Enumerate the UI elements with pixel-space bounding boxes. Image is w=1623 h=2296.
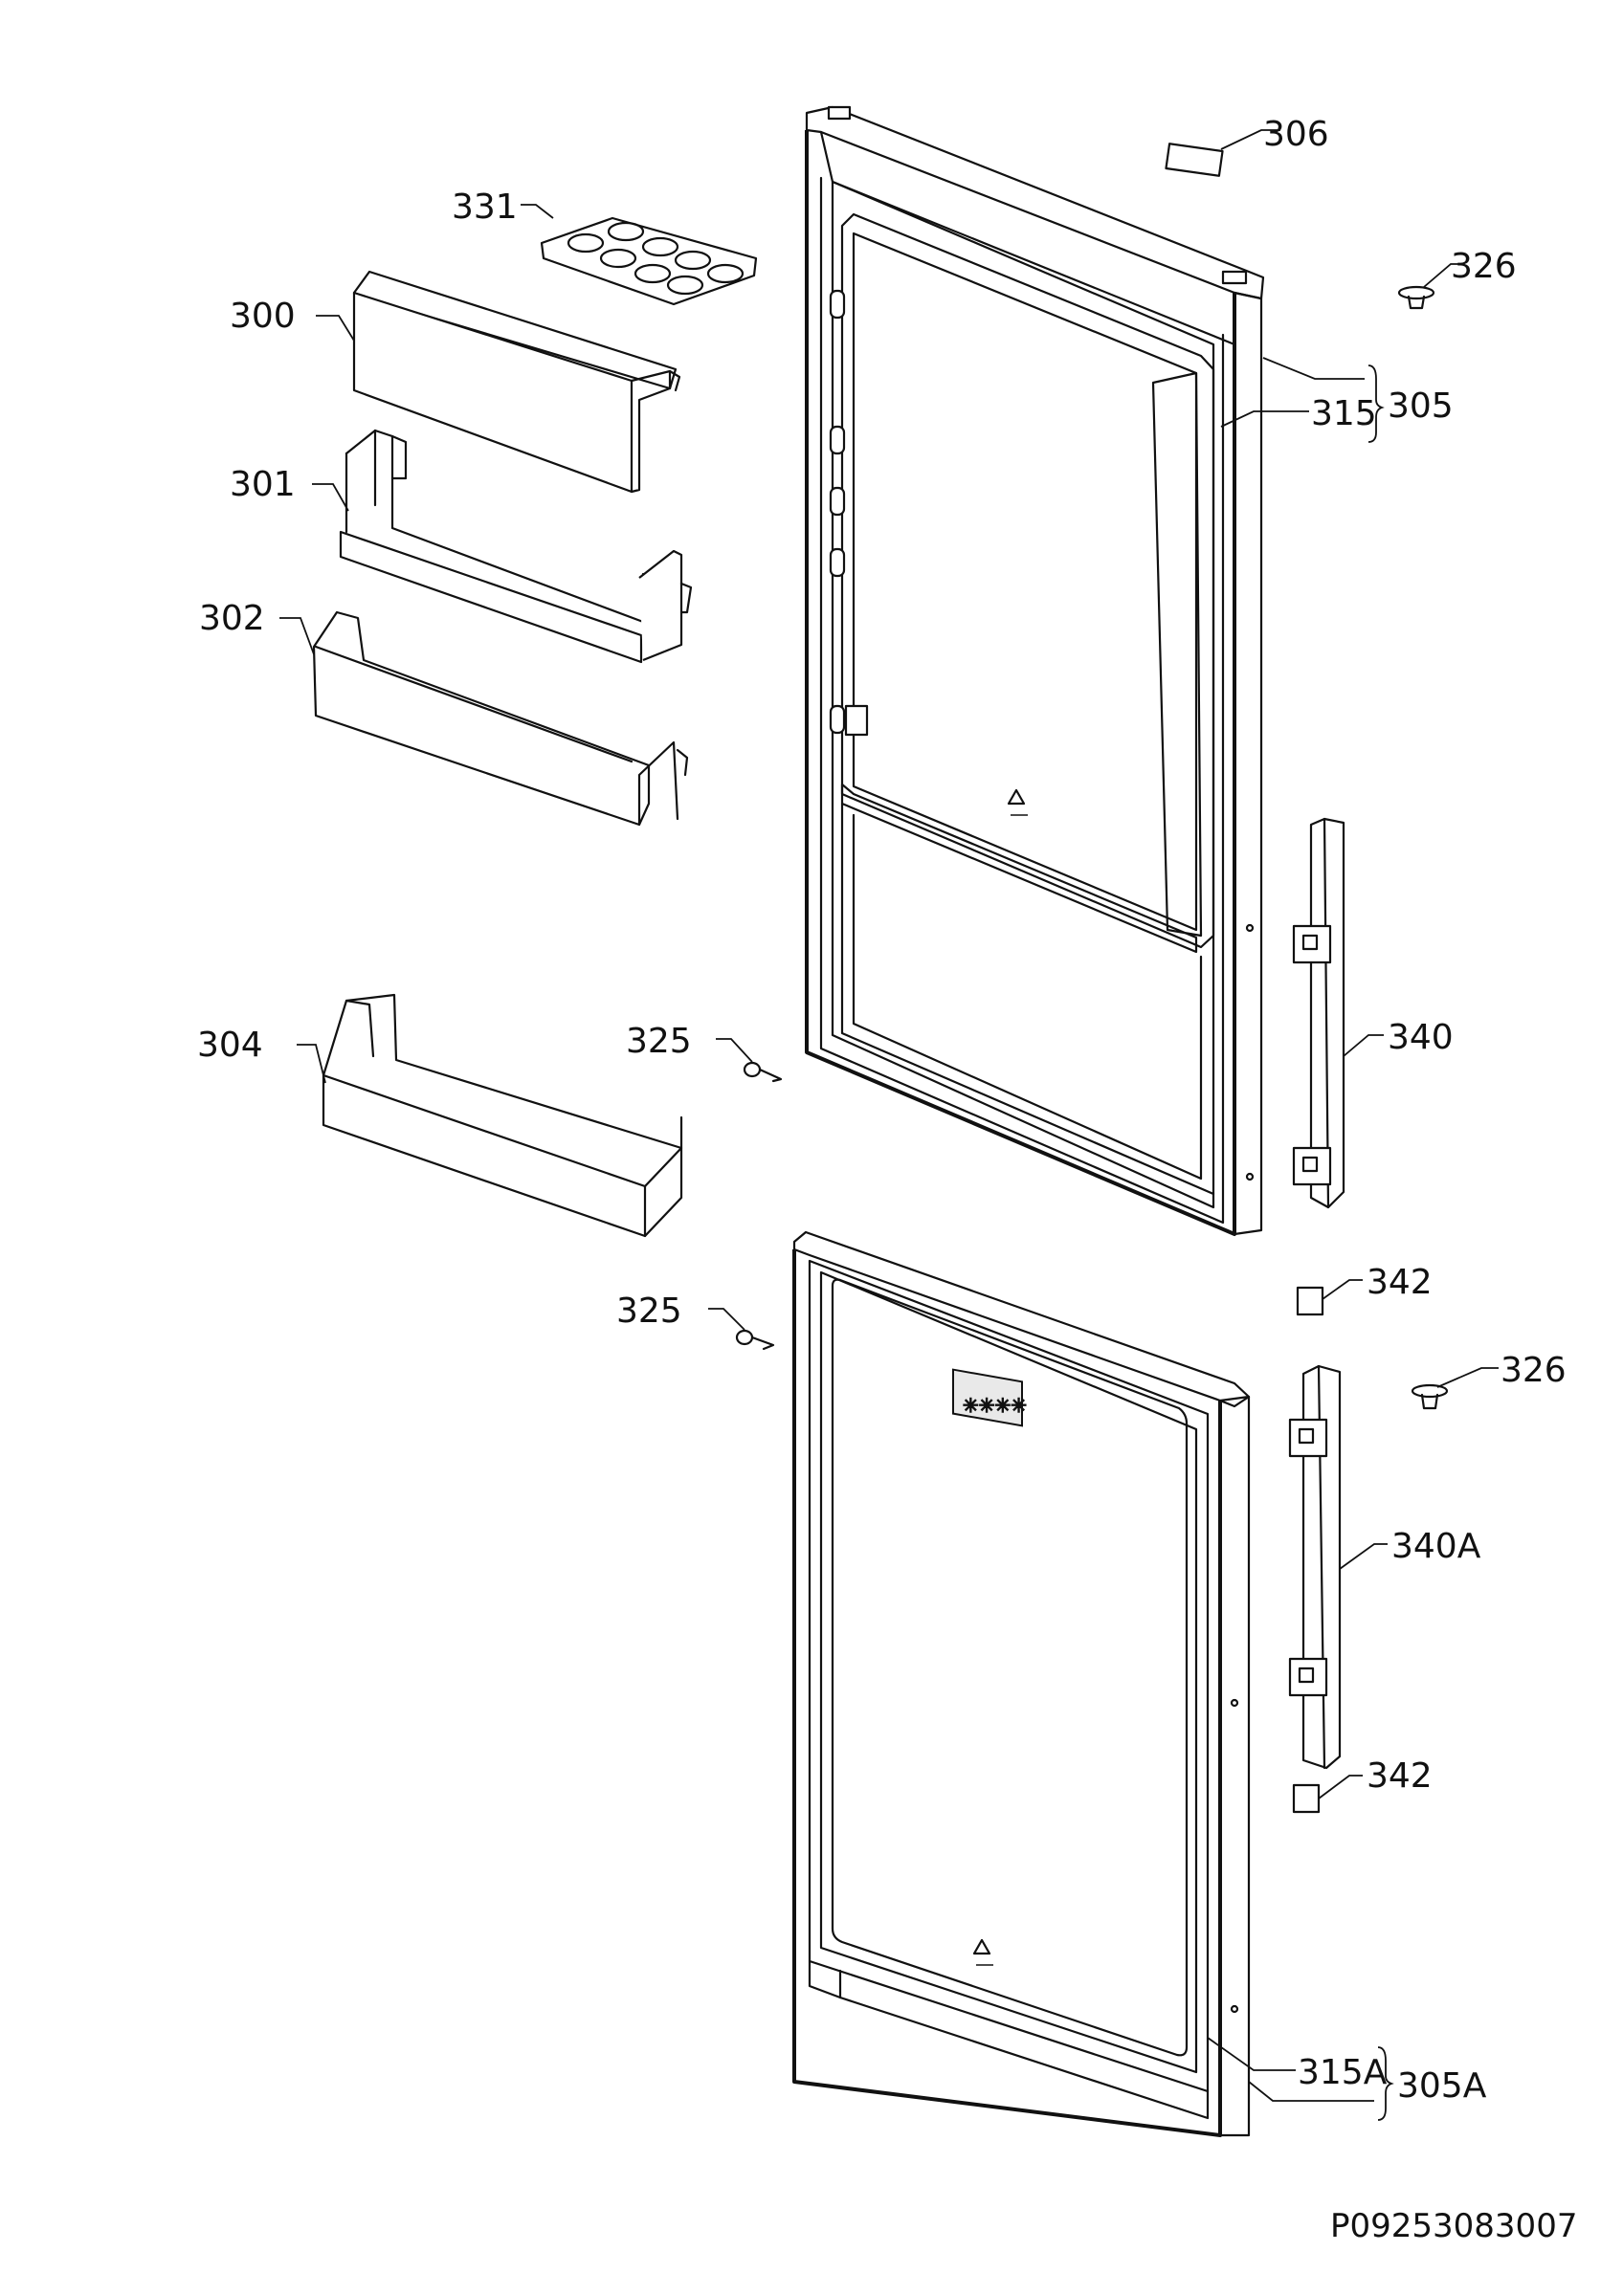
label-315a: 315A: [1298, 2053, 1388, 2092]
part-325-pin-lower: [735, 1329, 775, 1351]
part-326-cap-upper: [1397, 285, 1435, 310]
svg-text:✳✳✳✳: ✳✳✳✳: [963, 1394, 1027, 1417]
label-340a: 340A: [1391, 1527, 1481, 1566]
label-340: 340: [1388, 1018, 1454, 1057]
label-326-upper: 326: [1451, 247, 1517, 286]
part-300-dairy-cover: [352, 270, 681, 494]
label-326-lower: 326: [1501, 1351, 1567, 1390]
part-342-cover-lower: [1292, 1783, 1321, 1814]
label-300: 300: [230, 297, 296, 336]
label-342-lower: 342: [1367, 1756, 1433, 1796]
part-340a-handle: [1288, 1364, 1342, 1770]
label-305a: 305A: [1397, 2066, 1487, 2106]
label-304: 304: [197, 1026, 263, 1065]
part-331-egg-tray: [540, 216, 758, 306]
drawing-code: P09253083007: [1330, 2207, 1577, 2245]
part-306-plate: [1165, 143, 1224, 177]
label-302: 302: [199, 599, 265, 638]
part-342-cover-upper: [1296, 1286, 1324, 1316]
label-306: 306: [1263, 115, 1329, 154]
label-331: 331: [452, 188, 518, 227]
part-326-cap-lower: [1411, 1383, 1449, 1410]
part-301-door-shelf: [339, 429, 693, 664]
part-340-handle: [1292, 817, 1345, 1209]
part-325-pin-upper: [743, 1061, 783, 1083]
label-325-lower: 325: [616, 1292, 682, 1331]
label-325-upper: 325: [626, 1022, 692, 1061]
label-315: 315: [1311, 394, 1377, 433]
part-302-door-shelf: [312, 610, 689, 827]
leader-lines: [279, 129, 1499, 2121]
label-305: 305: [1388, 386, 1454, 426]
upper-door-305: [805, 105, 1265, 1236]
part-304-door-shelf: [322, 993, 683, 1238]
part-labels: 306 331 326 300 305 315 301 302 340 304 …: [197, 115, 1577, 2245]
label-301: 301: [230, 465, 296, 504]
lower-door-305a: ✳✳✳✳: [792, 1230, 1251, 2137]
label-342-upper: 342: [1367, 1263, 1433, 1302]
